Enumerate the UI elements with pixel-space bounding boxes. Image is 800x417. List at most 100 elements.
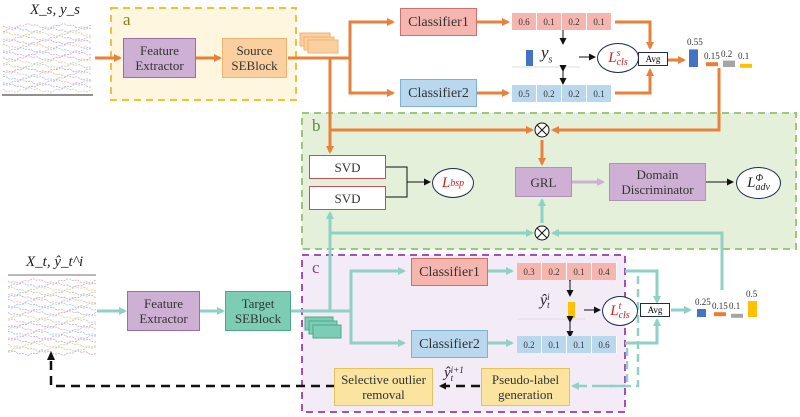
prob-cell: 0.2 (537, 85, 562, 102)
feedback-arrowhead (47, 351, 55, 360)
eeg-channel-trace (8, 318, 97, 324)
eeg-channel-trace (2, 39, 92, 45)
source-label-symbol: ys (541, 43, 553, 66)
eeg-channel-trace (7, 290, 97, 296)
svd-connector (386, 166, 431, 198)
target-eeg-signals (7, 278, 97, 356)
source-flow-arrows (95, 18, 721, 166)
target-avg-node: Avg (640, 303, 670, 317)
eeg-channel-trace (3, 83, 92, 89)
target-classifier2: Classifier2 (411, 330, 488, 358)
prob-cell: 0.2 (562, 13, 587, 30)
prob-cell: 0.1 (567, 263, 592, 280)
prob-cell: 0.1 (567, 336, 592, 353)
avg-bar-label: 0.15 (712, 301, 728, 311)
eeg-channel-trace (8, 338, 97, 344)
eeg-channel-trace (2, 27, 92, 33)
source-label-area (512, 24, 596, 85)
source-avg-node: Avg (638, 52, 668, 66)
gradient-reversal-layer: GRL (515, 167, 572, 197)
eeg-channel-trace (7, 302, 97, 308)
source-eeg-signals (2, 23, 92, 93)
prob-cell: 0.1 (587, 13, 612, 30)
eeg-channel-trace (2, 23, 92, 29)
eeg-channel-trace (7, 310, 97, 316)
prob-cell: 0.1 (542, 336, 567, 353)
avg-bar-label: 0.1 (738, 51, 750, 61)
source-avg-bars (689, 49, 752, 68)
target-classifier2-probs: 0.2 0.1 0.1 0.6 (517, 336, 617, 353)
eeg-channel-trace (7, 286, 97, 292)
avg-bar (714, 312, 726, 317)
source-classifier1: Classifier1 (400, 8, 477, 36)
selective-outlier-removal: Selective outlier removal (334, 368, 433, 406)
eeg-channel-trace (7, 342, 97, 348)
eeg-channel-trace (7, 350, 97, 356)
eeg-channel-trace (7, 334, 97, 340)
avg-bar (723, 60, 735, 67)
eeg-channel-trace (2, 51, 92, 57)
eeg-channel-trace (2, 87, 92, 93)
avg-bar-label: 0.15 (704, 51, 720, 61)
prob-cell: 0.4 (592, 263, 617, 280)
target-input-label: X_t, ŷ_t^i (26, 254, 84, 270)
svd-target: SVD (309, 186, 386, 210)
prob-cell: 0.6 (592, 336, 617, 353)
eeg-channel-trace (7, 278, 97, 284)
avg-bar (689, 49, 698, 67)
pseudo-label-generation: Pseudo-label generation (481, 368, 570, 406)
source-input-label: X_s, y_s (30, 2, 80, 18)
avg-bar (740, 63, 752, 68)
source-seblock: Source SEBlock (222, 38, 287, 78)
target-classifier1: Classifier1 (411, 258, 488, 286)
eeg-channel-trace (7, 322, 97, 328)
multiply-node-source (534, 122, 550, 138)
prob-cell: 0.5 (512, 85, 537, 102)
avg-bar-label: 0.55 (687, 37, 703, 48)
target-label-area (517, 275, 601, 338)
eeg-channel-trace (2, 43, 92, 49)
target-feature-maps (304, 316, 342, 339)
region-c-label: c (312, 258, 320, 277)
region-a-label: a (123, 10, 131, 29)
source-classifier2: Classifier2 (400, 79, 477, 107)
eeg-channel-trace (7, 306, 97, 312)
domain-discriminator: Domain Discriminator (609, 163, 706, 201)
target-feature-extractor: Feature Extractor (127, 291, 200, 331)
target-classifier1-probs: 0.3 0.2 0.1 0.4 (517, 263, 617, 280)
eeg-channel-trace (7, 282, 97, 288)
eeg-channel-trace (2, 31, 92, 37)
source-classifier2-probs: 0.5 0.2 0.2 0.1 (512, 85, 612, 102)
eeg-channel-trace (2, 35, 92, 41)
prob-cell: 0.1 (587, 85, 612, 102)
avg-bar (731, 313, 743, 318)
eeg-channel-trace (2, 71, 92, 77)
eeg-channel-trace (7, 314, 97, 320)
eeg-channel-trace (7, 294, 97, 300)
prob-cell: 0.2 (542, 263, 567, 280)
avg-bar (697, 309, 706, 317)
eeg-channel-trace (3, 63, 92, 69)
avg-bar-label: 0.25 (695, 297, 711, 307)
target-flow-arrows (97, 198, 724, 347)
eeg-channel-trace (2, 67, 92, 73)
region-b-label: b (312, 116, 321, 135)
source-feature-extractor: Feature Extractor (123, 38, 196, 78)
avg-bar-label: 0.1 (729, 301, 741, 311)
pseudo-label-feedback (49, 357, 480, 390)
eeg-channel-trace (2, 59, 92, 65)
avg-bar-label: 0.2 (721, 48, 733, 59)
target-dashed-arrows (571, 276, 640, 390)
eeg-channel-trace (7, 330, 97, 336)
eeg-channel-trace (2, 55, 92, 61)
prob-cell: 0.3 (517, 263, 542, 280)
eeg-channel-trace (2, 79, 92, 85)
target-avg-bars (697, 301, 757, 318)
eeg-channel-trace (2, 75, 92, 81)
